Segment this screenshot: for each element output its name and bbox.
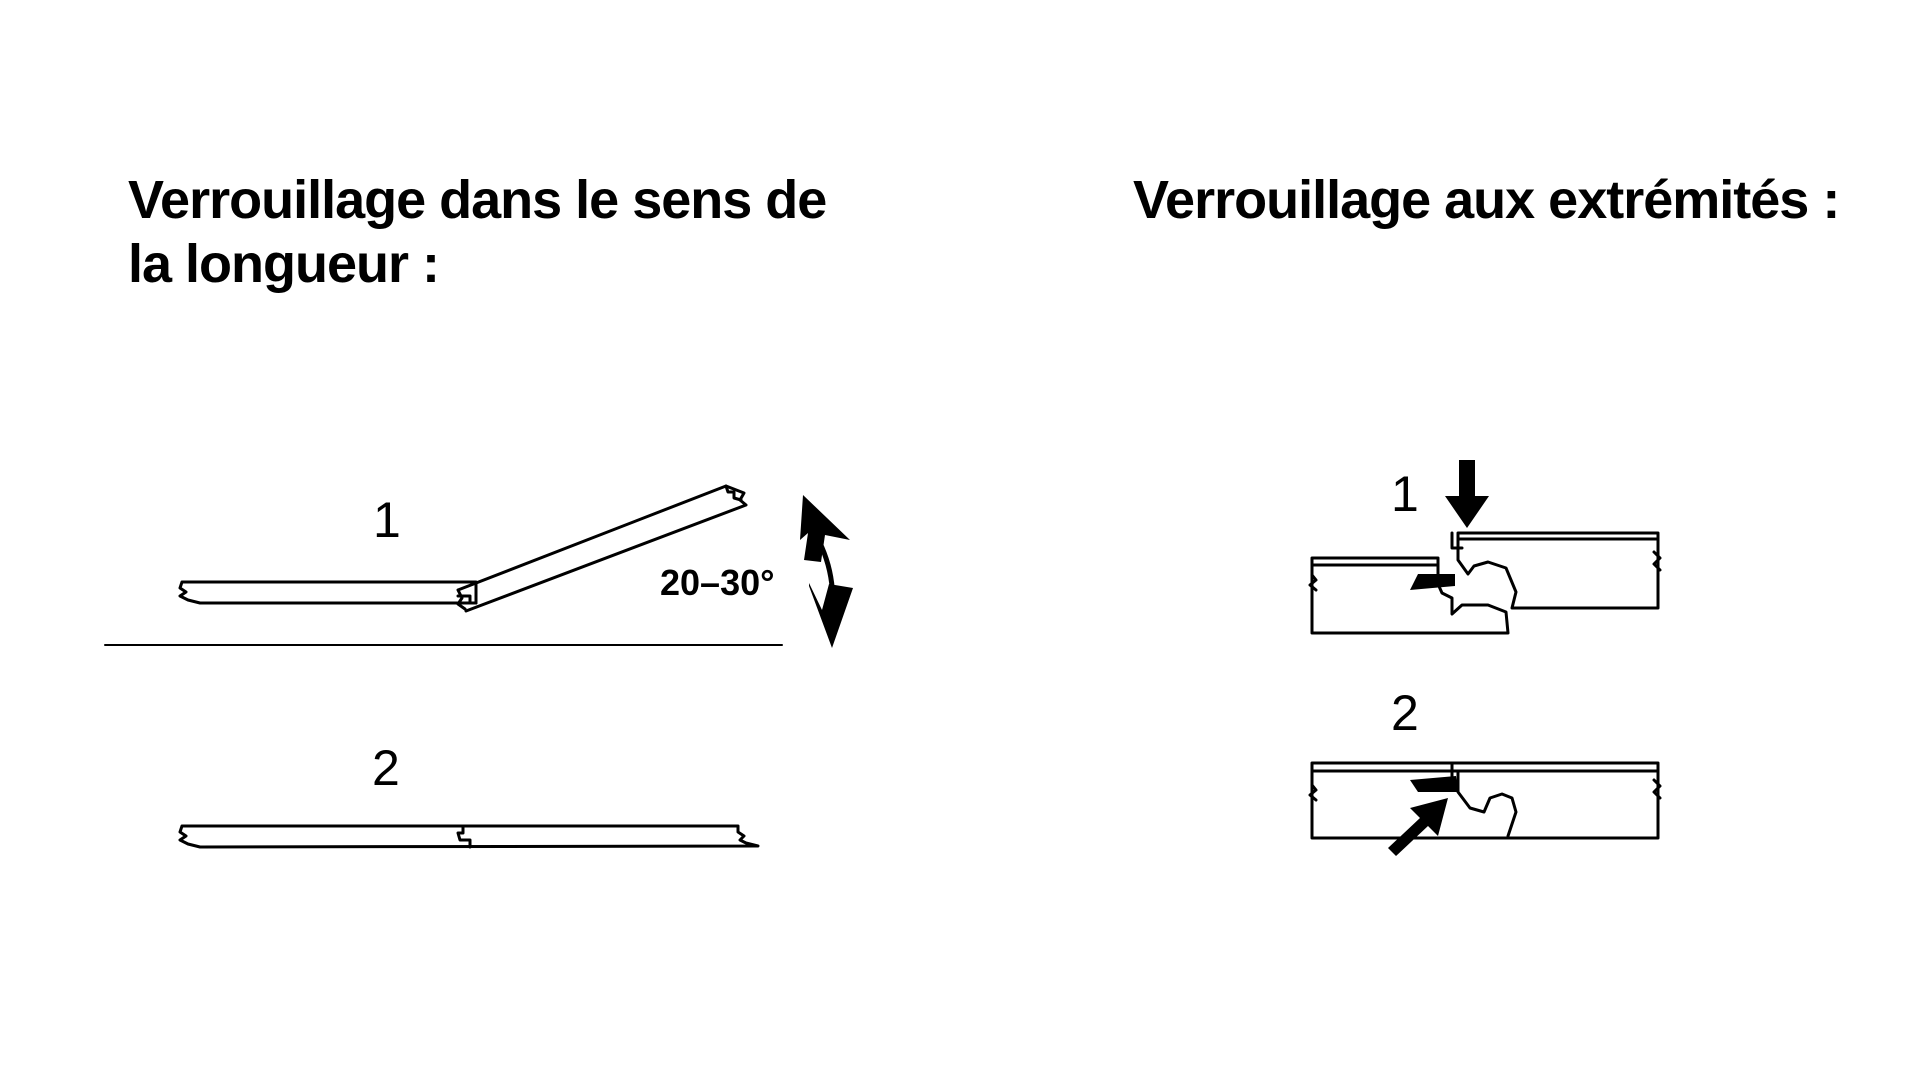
left-step1-tilted-plank: [456, 484, 748, 613]
right-step2-joined-planks: [1308, 761, 1662, 840]
tilt-arrow-down-icon: [809, 583, 853, 648]
angle-label: 20–30°: [660, 562, 775, 603]
left-step1-joint: [456, 594, 478, 605]
heading-long-side-locking: Verrouillage dans le sens de la longueur…: [128, 168, 888, 296]
right-step-2-label: 2: [1391, 685, 1419, 741]
left-step2-joined-planks: [178, 824, 760, 849]
locking-tab-step1: [1410, 574, 1455, 590]
right-step1-upper-plank: [1450, 531, 1662, 610]
right-step-1-label: 1: [1391, 466, 1419, 522]
left-step-2-label: 2: [372, 740, 400, 796]
locking-tab-step2: [1410, 776, 1458, 792]
heading-line-2: la longueur :: [128, 234, 440, 294]
right-step1-lower-plank: [1308, 556, 1510, 635]
left-step-1-label: 1: [373, 492, 401, 548]
press-down-arrow-icon: [1445, 460, 1489, 528]
left-step1-flat-plank: [178, 580, 478, 605]
click-diagonal-arrow-icon: [1388, 798, 1448, 856]
tilt-arrow-up-icon: [800, 495, 850, 562]
heading-line-1: Verrouillage dans le sens de: [128, 170, 827, 230]
heading-short-side-locking: Verrouillage aux extrémités :: [1133, 170, 1840, 230]
